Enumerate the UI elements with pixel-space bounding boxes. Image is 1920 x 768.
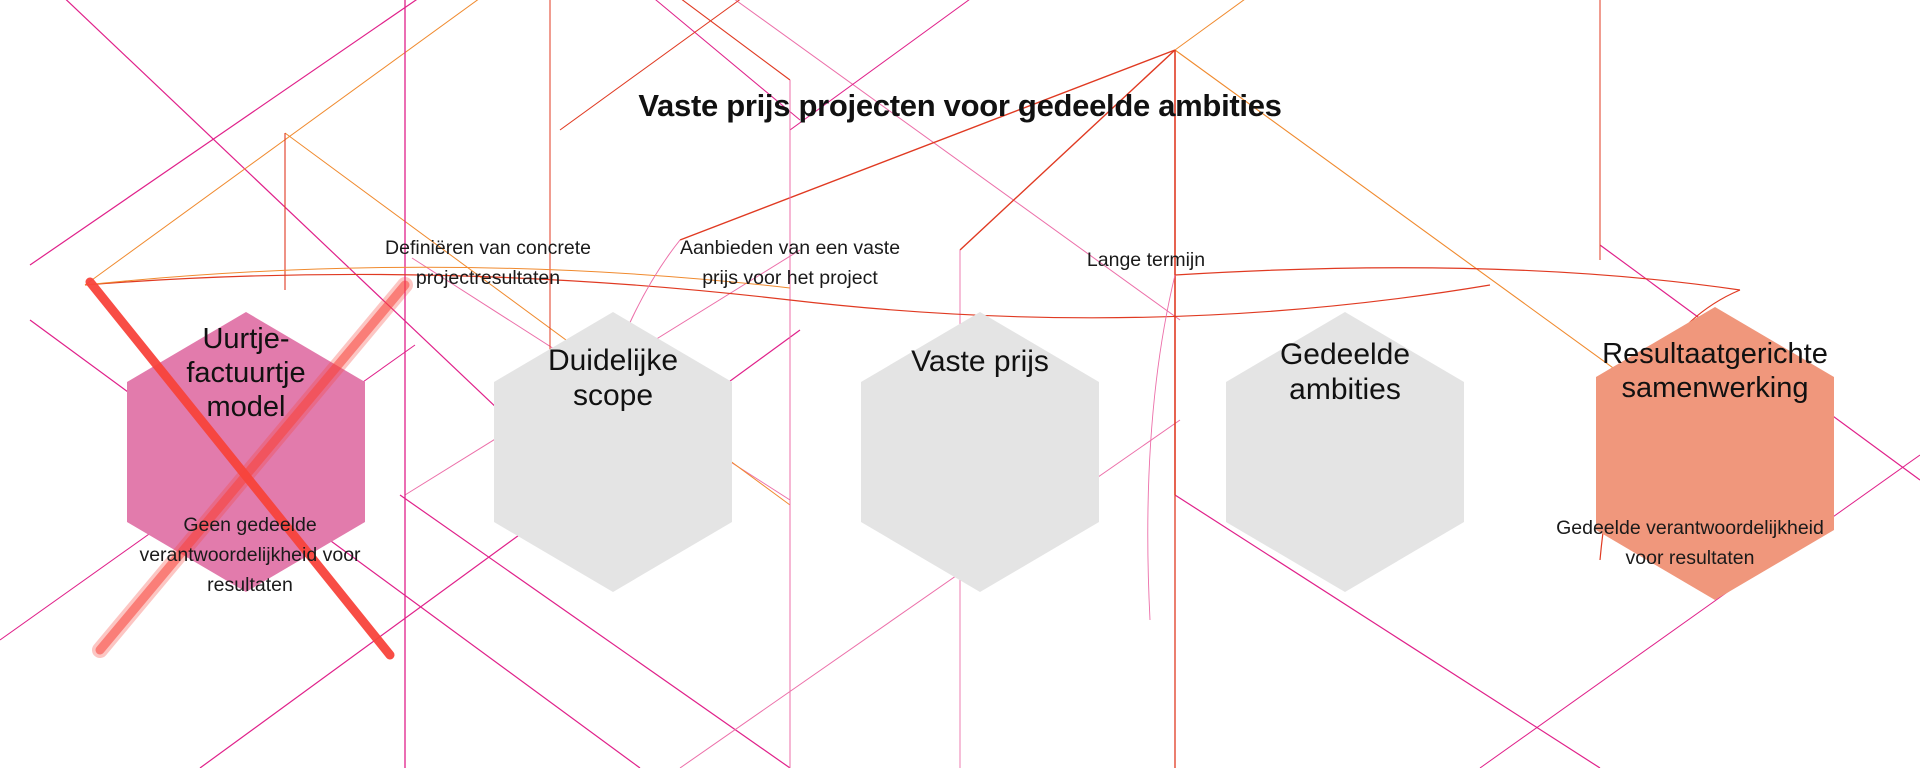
caption-left: Geen gedeelde verantwoordelijkheid voor … <box>139 514 361 596</box>
connector-label-1: Aanbieden van een vaste prijs voor het p… <box>679 237 901 289</box>
connector-label-0: Definiëren van concrete projectresultate… <box>385 237 591 289</box>
connector-label-2: Lange termijn <box>1086 249 1206 271</box>
hexagon-node-4[interactable] <box>1596 307 1834 600</box>
hexagon-node-0[interactable] <box>127 312 365 592</box>
hexagon-node-1[interactable] <box>494 312 732 592</box>
crossed-out-marker <box>85 277 413 660</box>
hexagon-node-2[interactable] <box>861 312 1099 592</box>
caption-right: Gedeelde verantwoordelijkheid voor resul… <box>1556 517 1824 569</box>
hexagon-node-3[interactable] <box>1226 312 1464 592</box>
page-title: Vaste prijs projecten voor gedeelde ambi… <box>638 88 1282 123</box>
